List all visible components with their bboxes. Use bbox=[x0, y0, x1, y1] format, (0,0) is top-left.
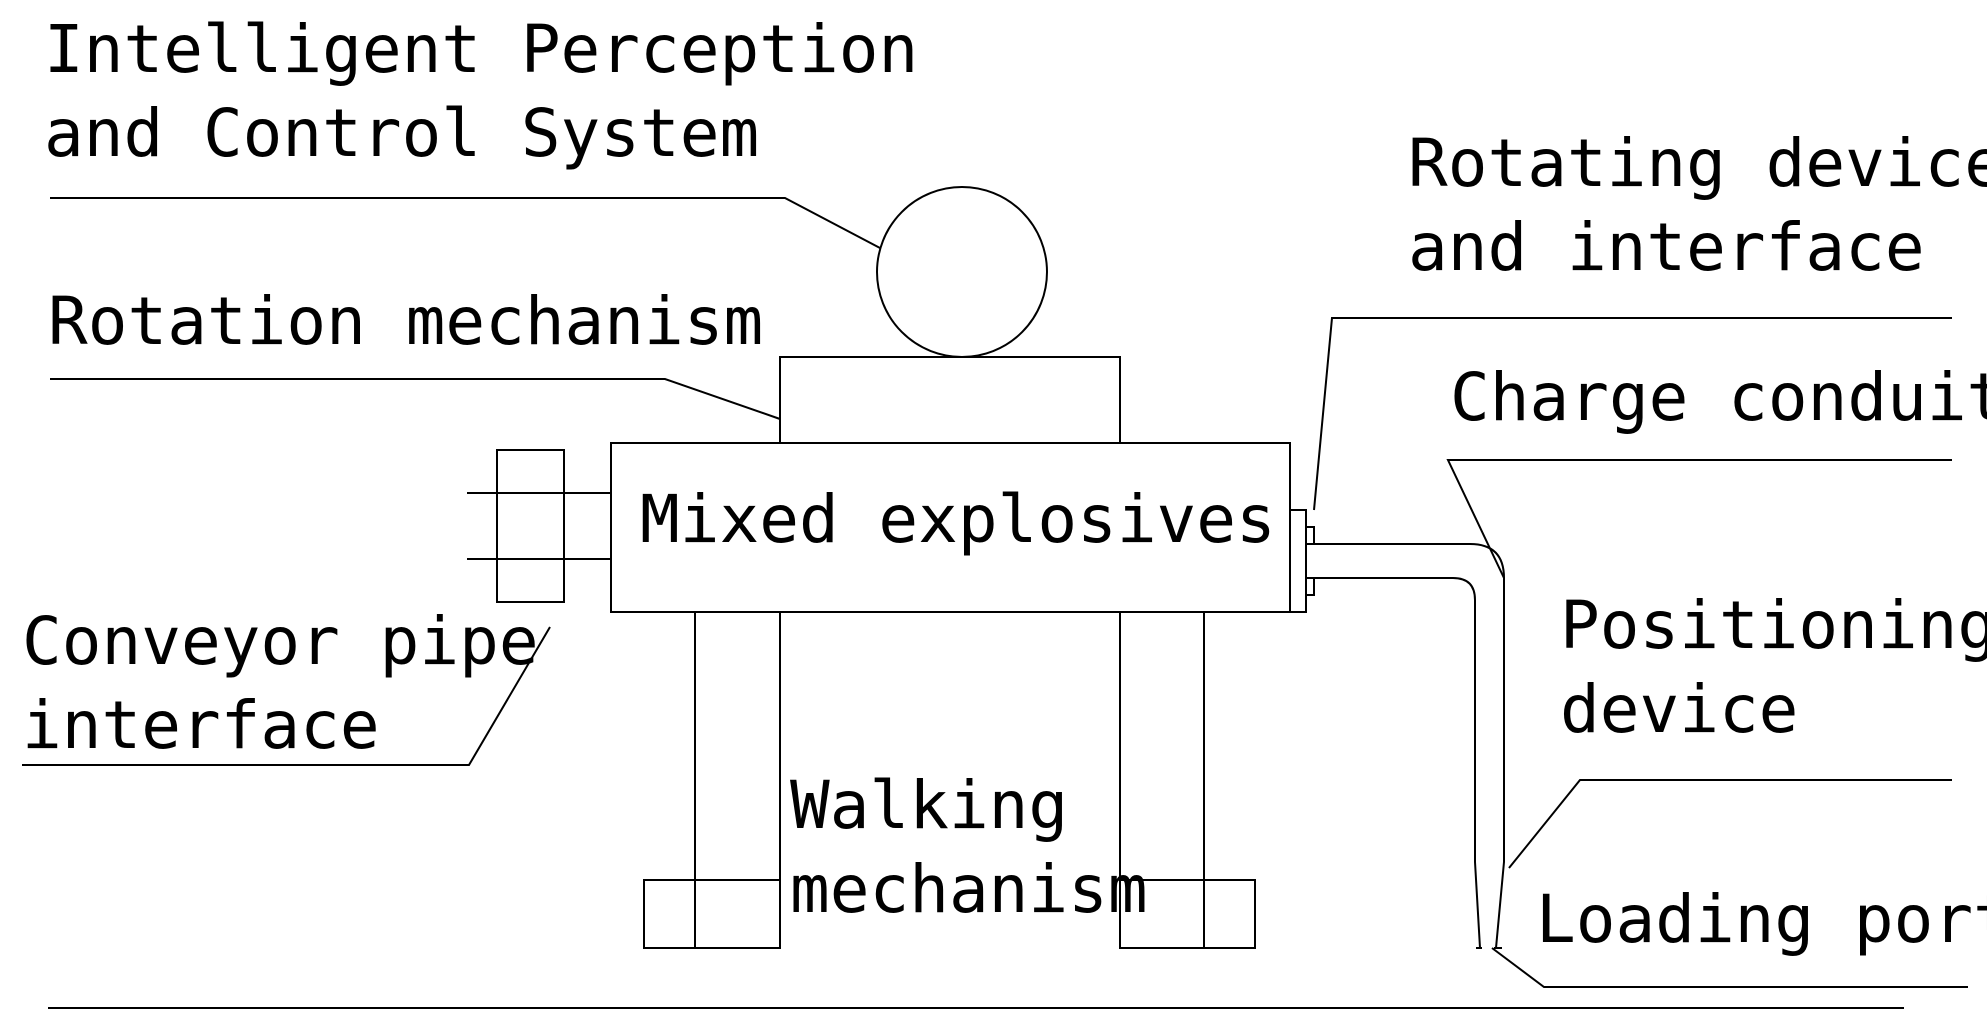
label-conveyor-line2: interface bbox=[22, 687, 380, 764]
rotation-mechanism-block bbox=[779, 356, 1121, 444]
label-conveyor-line1: Conveyor pipe bbox=[22, 603, 539, 680]
charge-conduit-inner bbox=[1314, 577, 1481, 949]
label-loading-port: Loading port bbox=[1536, 881, 1987, 958]
leader-positioning bbox=[1508, 779, 1952, 869]
leader-conveyor bbox=[22, 626, 551, 766]
label-walking-line2: mechanism bbox=[790, 851, 1148, 928]
label-intelligent-line1: Intelligent Perception bbox=[44, 11, 918, 88]
conveyor-interface-block bbox=[496, 449, 565, 603]
rotating-interface-block bbox=[1289, 509, 1307, 613]
sensor-head bbox=[876, 186, 1048, 358]
leader-rotation bbox=[50, 378, 781, 420]
interface-connector-upper bbox=[1305, 526, 1315, 545]
label-walking-line1: Walking bbox=[790, 767, 1068, 844]
label-rotating-device-line2: and interface bbox=[1408, 209, 1925, 286]
label-mixed-explosives: Mixed explosives bbox=[640, 481, 1276, 558]
left-foot bbox=[643, 879, 781, 949]
label-positioning-line2: device bbox=[1560, 671, 1798, 748]
label-positioning-line1: Positioning bbox=[1560, 587, 1987, 664]
leader-loading-port bbox=[1491, 947, 1968, 988]
label-charge-conduit: Charge conduit bbox=[1450, 359, 1987, 436]
leader-rotating-device bbox=[1313, 317, 1952, 511]
leader-intelligent bbox=[50, 197, 881, 249]
interface-connector-lower bbox=[1305, 577, 1315, 596]
label-rotation-mechanism: Rotation mechanism bbox=[48, 283, 763, 360]
leader-charge-conduit bbox=[1446, 459, 1952, 579]
label-intelligent-line2: and Control System bbox=[44, 95, 759, 172]
label-rotating-device-line1: Rotating device bbox=[1408, 125, 1987, 202]
right-foot bbox=[1119, 879, 1256, 949]
